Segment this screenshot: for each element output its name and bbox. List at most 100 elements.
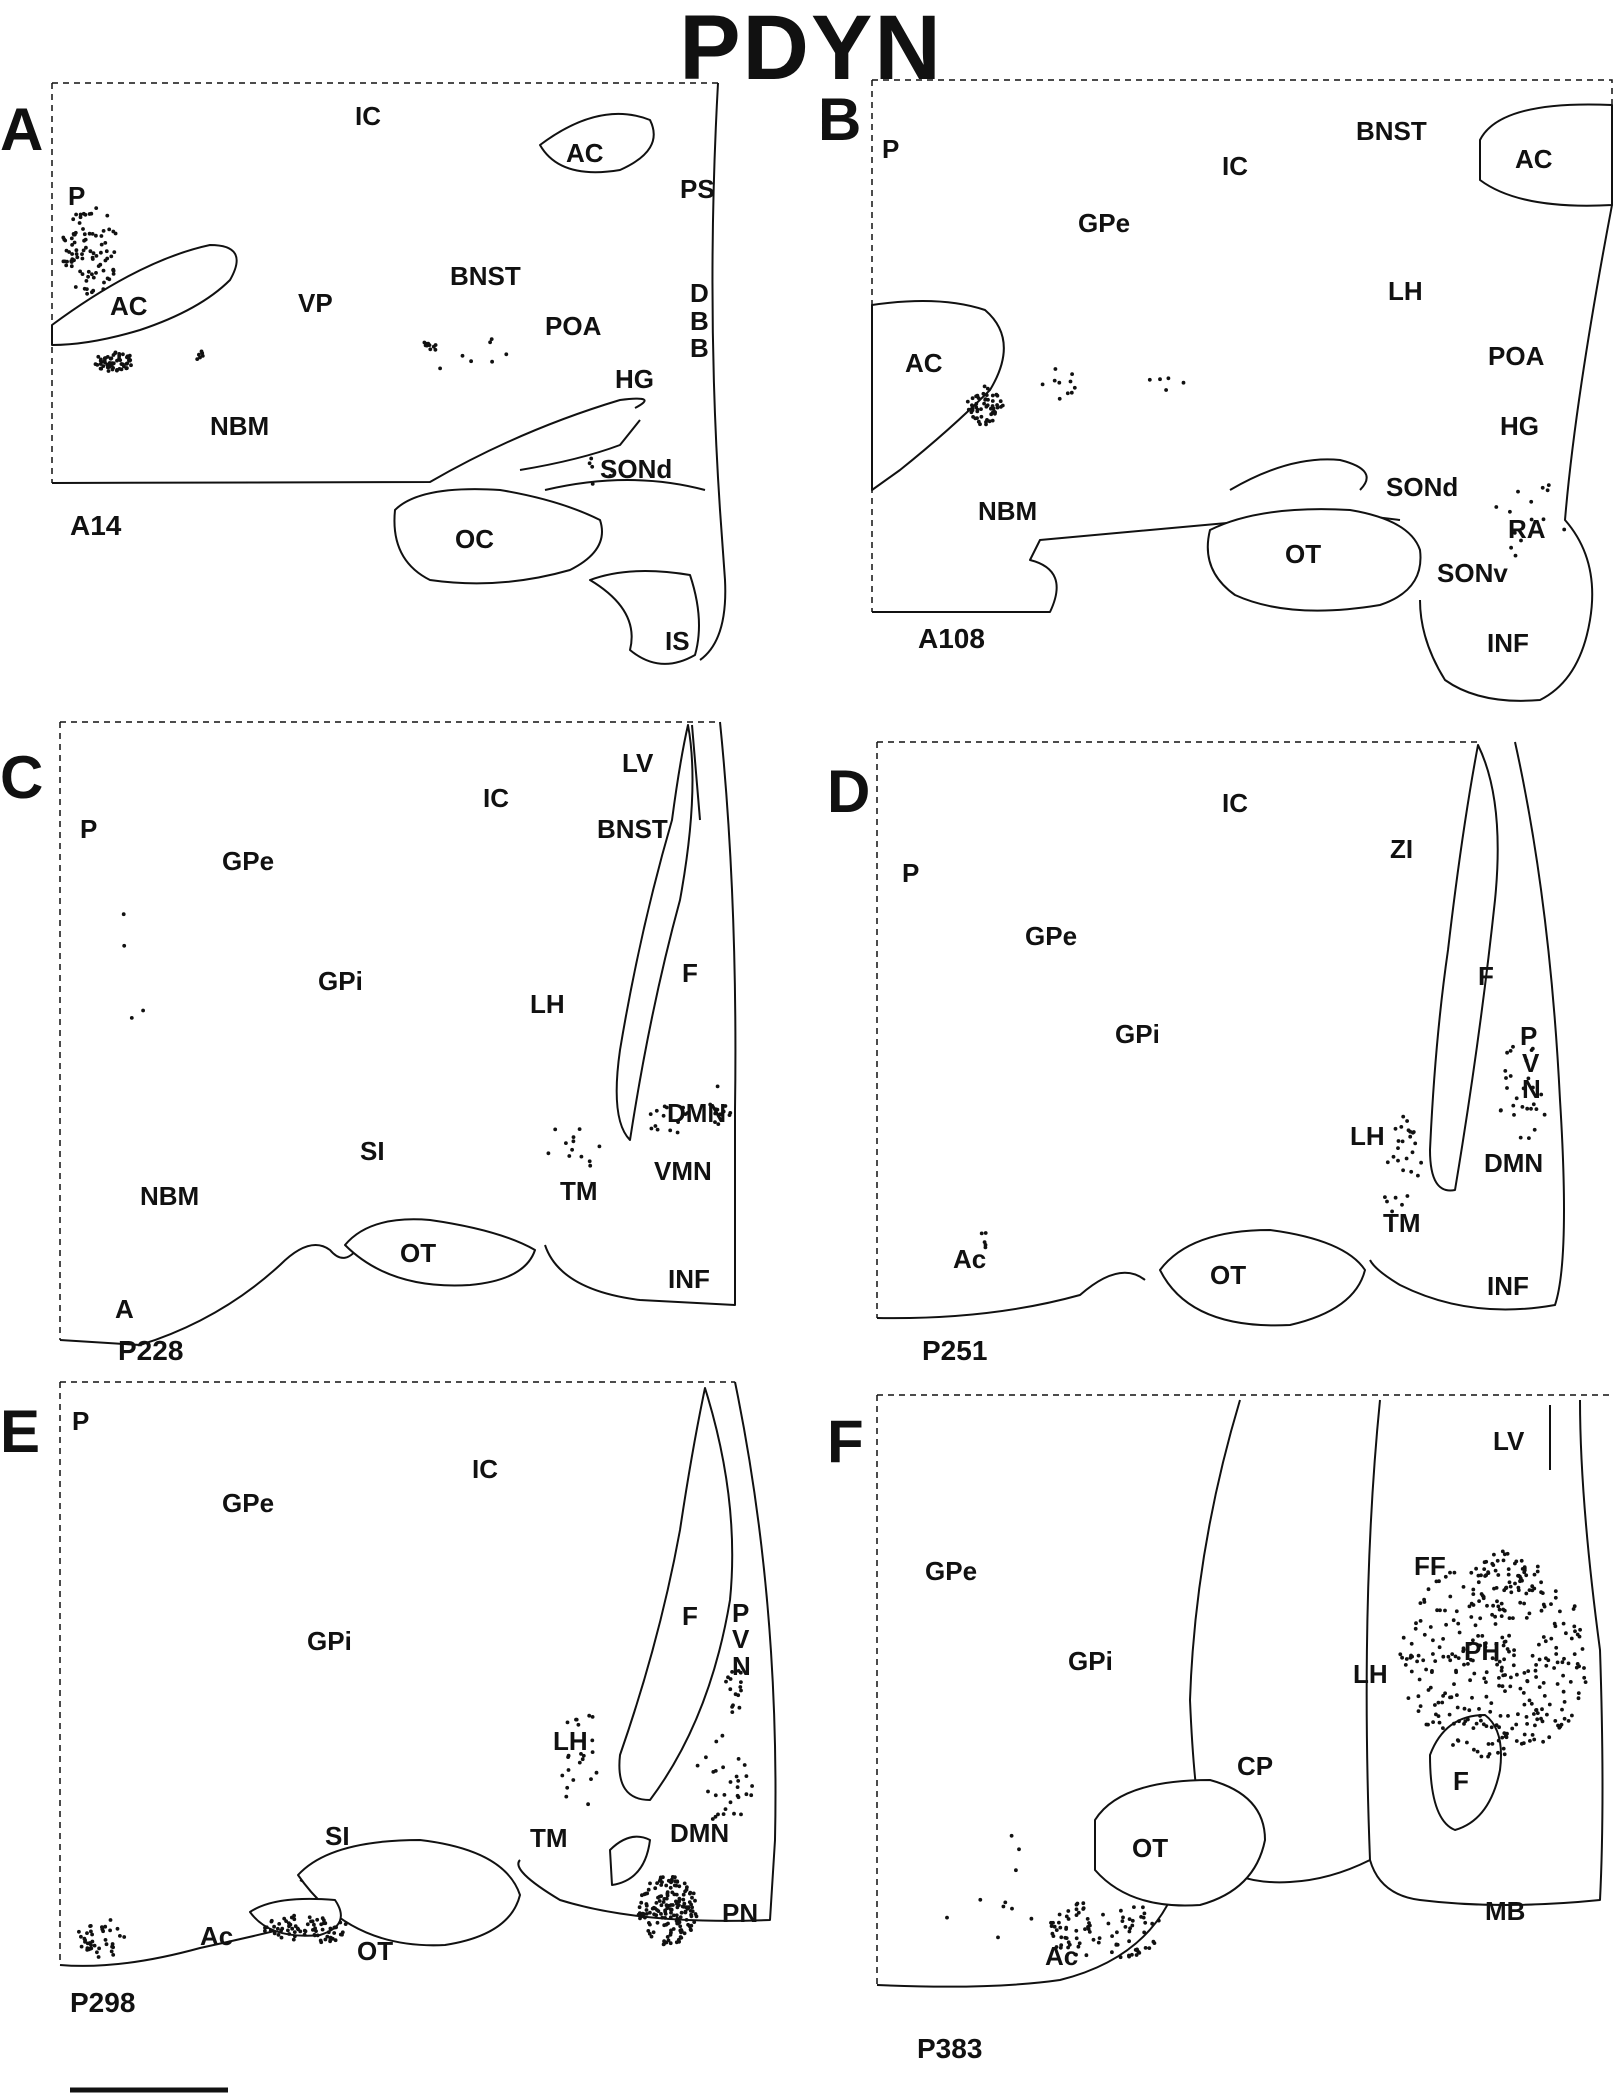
labeled-cell bbox=[94, 206, 99, 211]
labeled-cell bbox=[438, 366, 442, 371]
labeled-cell bbox=[1545, 488, 1550, 493]
labeled-cell bbox=[61, 235, 66, 240]
labeled-cell bbox=[97, 1946, 101, 1951]
optic-tract-outline bbox=[1159, 1229, 1366, 1327]
labeled-cell bbox=[1450, 1652, 1455, 1656]
labeled-cell bbox=[669, 1910, 673, 1915]
label-cluster bbox=[945, 1549, 1588, 1960]
labeled-cell bbox=[102, 280, 106, 285]
labeled-cell bbox=[1452, 1682, 1456, 1686]
labeled-cell bbox=[1490, 1656, 1495, 1661]
labeled-cell bbox=[685, 1111, 690, 1115]
labeled-cell bbox=[654, 1901, 659, 1905]
labeled-cell bbox=[1085, 1917, 1090, 1921]
region-label: IC bbox=[1222, 151, 1248, 181]
labeled-cell bbox=[664, 1105, 669, 1110]
labeled-cell bbox=[668, 1915, 673, 1920]
section-outline bbox=[1419, 204, 1613, 702]
labeled-cell bbox=[1137, 1951, 1142, 1955]
labeled-cell bbox=[695, 1763, 700, 1768]
labeled-cell bbox=[338, 1920, 343, 1925]
labeled-cell bbox=[1486, 1742, 1491, 1746]
labeled-cell bbox=[995, 405, 1000, 410]
region-label: GPi bbox=[307, 1626, 352, 1656]
labeled-cell bbox=[1158, 377, 1162, 382]
labeled-cell bbox=[1003, 1900, 1008, 1905]
labeled-cell bbox=[1431, 1652, 1435, 1656]
region-label: BNST bbox=[1356, 116, 1427, 146]
labeled-cell bbox=[966, 407, 971, 412]
labeled-cell bbox=[590, 1715, 595, 1719]
labeled-cell bbox=[1527, 1588, 1532, 1592]
labeled-cell bbox=[1127, 1953, 1131, 1958]
labeled-cell bbox=[1141, 1905, 1145, 1910]
labeled-cell bbox=[1497, 1607, 1502, 1612]
labeled-cell bbox=[1572, 1604, 1577, 1609]
labeled-cell bbox=[1488, 1709, 1493, 1714]
labeled-cell bbox=[1539, 1590, 1543, 1595]
labeled-cell bbox=[721, 1812, 726, 1816]
labeled-cell bbox=[1426, 1587, 1431, 1592]
labeled-cell bbox=[1491, 1603, 1495, 1608]
labeled-cell bbox=[1526, 1076, 1531, 1081]
labeled-cell bbox=[1512, 1653, 1516, 1658]
labeled-cell bbox=[87, 212, 92, 216]
labeled-cell bbox=[665, 1893, 670, 1898]
labeled-cell bbox=[1416, 1709, 1421, 1713]
labeled-cell bbox=[1415, 1659, 1419, 1664]
labeled-cell bbox=[1077, 1941, 1082, 1946]
labeled-cell bbox=[1404, 1156, 1409, 1161]
labeled-cell bbox=[1509, 1675, 1513, 1680]
region-label: BNST bbox=[597, 814, 668, 844]
labeled-cell bbox=[1495, 1599, 1499, 1604]
labeled-cell bbox=[1065, 391, 1070, 396]
labeled-cell bbox=[1544, 1663, 1549, 1668]
labeled-cell bbox=[1069, 390, 1074, 395]
anterior-commissure-outline bbox=[539, 112, 655, 174]
labeled-cell bbox=[1474, 1566, 1478, 1571]
labeled-cell bbox=[1501, 1643, 1506, 1648]
labeled-cell bbox=[970, 403, 974, 408]
labeled-cell bbox=[122, 364, 126, 369]
labeled-cell bbox=[111, 267, 116, 272]
labeled-cell bbox=[668, 1941, 673, 1946]
labeled-cell bbox=[84, 279, 89, 283]
region-label: F bbox=[682, 1601, 698, 1631]
labeled-cell bbox=[581, 1753, 586, 1758]
labeled-cell bbox=[1516, 489, 1520, 494]
labeled-cell bbox=[1541, 1739, 1545, 1744]
labeled-cell bbox=[98, 362, 103, 366]
labeled-cell bbox=[1143, 1920, 1148, 1925]
region-label: N bbox=[732, 1651, 751, 1681]
labeled-cell bbox=[1516, 1573, 1520, 1578]
labeled-cell bbox=[128, 358, 133, 362]
labeled-cell bbox=[77, 1929, 81, 1934]
region-label: F bbox=[1453, 1766, 1469, 1796]
region-label: HG bbox=[1500, 411, 1539, 441]
labeled-cell bbox=[742, 1763, 747, 1767]
labeled-cell bbox=[106, 369, 111, 373]
labeled-cell bbox=[587, 461, 592, 466]
section-outline bbox=[517, 1381, 777, 1922]
region-label: IC bbox=[472, 1454, 498, 1484]
region-label: FF bbox=[1414, 1551, 1446, 1581]
labeled-cell bbox=[1554, 1645, 1559, 1650]
labeled-cell bbox=[654, 1108, 659, 1113]
labeled-cell bbox=[1540, 1707, 1544, 1712]
region-label: PH bbox=[1464, 1636, 1500, 1666]
labeled-cell bbox=[1527, 1611, 1532, 1616]
region-label: IC bbox=[483, 783, 509, 813]
labeled-cell bbox=[713, 1120, 717, 1124]
labeled-cell bbox=[263, 1929, 267, 1933]
labeled-cell bbox=[86, 274, 90, 279]
labeled-cell bbox=[1509, 1590, 1514, 1595]
labeled-cell bbox=[1471, 1658, 1475, 1663]
region-label: B bbox=[690, 306, 709, 336]
labeled-cell bbox=[659, 1912, 663, 1916]
region-label: P bbox=[732, 1598, 749, 1628]
labeled-cell bbox=[1453, 1654, 1458, 1659]
labeled-cell bbox=[692, 1920, 697, 1924]
labeled-cell bbox=[1454, 1609, 1459, 1614]
labeled-cell bbox=[199, 349, 204, 354]
region-label: F bbox=[1478, 961, 1494, 991]
